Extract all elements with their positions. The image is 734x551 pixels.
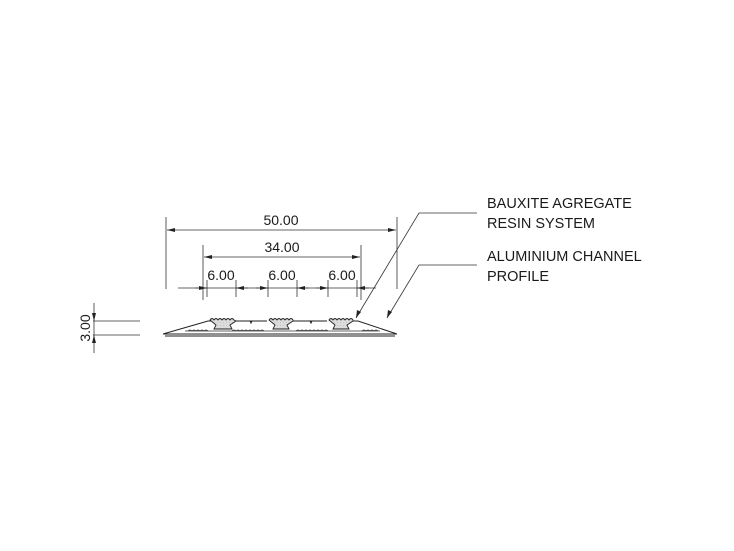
callout-resin-line2: RESIN SYSTEM <box>487 216 595 232</box>
dimension-overall-width: 50.00 <box>165 212 398 289</box>
dimension-label-segment-2: 6.00 <box>268 267 295 283</box>
resin-insert-1 <box>209 318 237 330</box>
resin-insert-3 <box>328 318 354 330</box>
channel-profile <box>162 318 398 337</box>
dimension-label-overall: 50.00 <box>263 212 298 228</box>
dimension-label-inner: 34.00 <box>264 239 299 255</box>
resin-insert-2 <box>268 318 294 330</box>
callout-resin: BAUXITE AGREGATE RESIN SYSTEM <box>487 196 632 232</box>
callout-aluminium: ALUMINIUM CHANNEL PROFILE <box>487 249 642 285</box>
leader-aluminium <box>386 264 477 319</box>
leader-resin <box>355 212 477 319</box>
dimension-label-height: 3.00 <box>77 314 93 341</box>
callout-resin-line1: BAUXITE AGREGATE <box>487 196 632 212</box>
dimension-height: 3.00 <box>77 303 140 353</box>
dimension-label-segment-3: 6.00 <box>328 267 355 283</box>
dimension-segments: 6.00 6.00 6.00 <box>178 267 376 297</box>
dimension-inner-width: 34.00 <box>202 239 362 300</box>
dimension-label-segment-1: 6.00 <box>207 267 234 283</box>
callout-aluminium-line1: ALUMINIUM CHANNEL <box>487 249 642 265</box>
callout-aluminium-line2: PROFILE <box>487 269 549 285</box>
